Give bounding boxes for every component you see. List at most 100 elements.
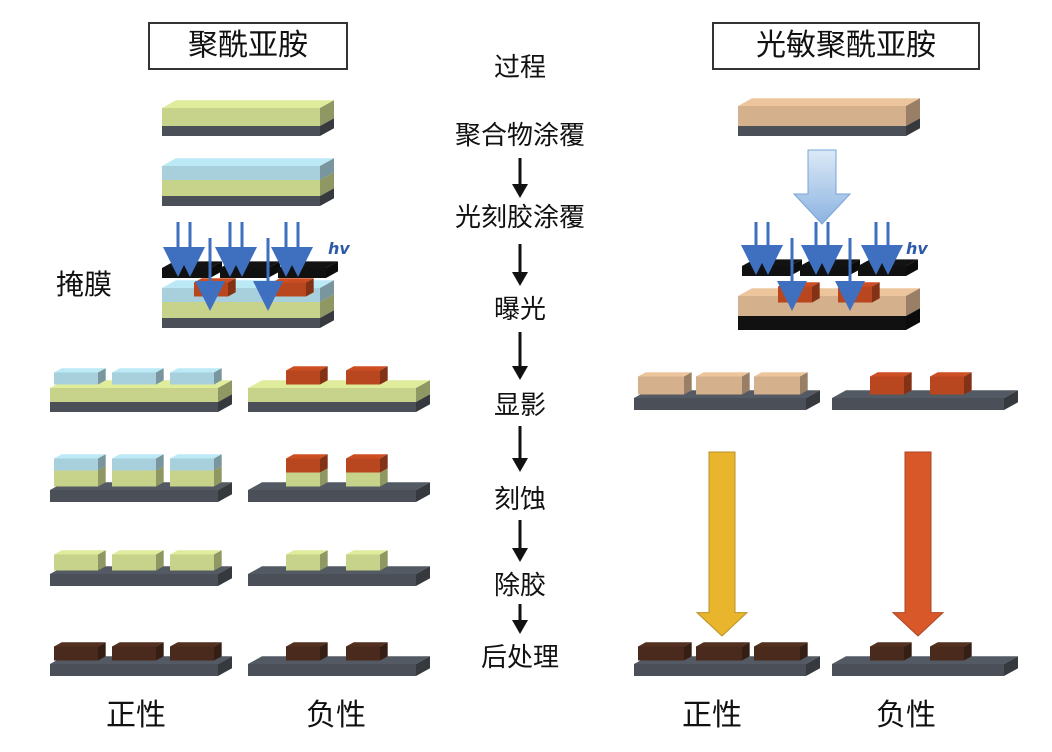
left-pos-stripped-pi-block0-side (98, 550, 106, 571)
right-neg-developed-block1-side (964, 372, 972, 395)
left-pos-resist-block1-front (112, 372, 156, 385)
left-pos-cured-base-layer0-side (218, 656, 232, 676)
left-neg-cured-block0-top (286, 642, 328, 647)
right-mask-1-front (800, 266, 848, 276)
left-pos-resist-block0-side (98, 368, 106, 385)
right-mask-0-front (742, 266, 790, 276)
left-mask-0-front (162, 268, 210, 278)
left-pos-cured-block1-front (112, 646, 156, 661)
left-neg-cured-block1-top (346, 642, 388, 647)
left-exposure-wafer-layer1-side (320, 294, 334, 318)
left-neg-etched-resist-block1-top (346, 454, 388, 459)
right-pos-cured-block1-front (696, 646, 742, 661)
left-neg-etched-layer0-top (248, 482, 430, 490)
left-pos-resist-block0-top (54, 368, 106, 373)
right-exposure-wafer-layer1-top (738, 288, 920, 296)
right-pos-developed-block2-side (800, 372, 808, 395)
right-positive-label: 正性 (682, 698, 742, 733)
left-photoresist-coated-layer0-side (320, 188, 334, 206)
left-exposure-wafer-layer1-front (162, 302, 320, 318)
right-exposed-region-block0-side (812, 282, 820, 303)
left-polymer-coated-layer0-front (162, 126, 320, 136)
left-positive-label: 正性 (106, 698, 166, 733)
right-neg-developed-base-layer0-top (832, 390, 1018, 398)
left-pos-stripped-pi-block1-front (112, 554, 156, 571)
left-neg-etched-pi-block1-side (380, 468, 388, 487)
right-neg-developed-block1-front (930, 376, 964, 395)
right-title-box: 光敏聚酰亚胺 (712, 22, 980, 70)
left-neg-resist-block1-top (346, 366, 388, 371)
left-photoresist-coated-layer2-side (320, 158, 334, 180)
right-pos-cured-block0-front (638, 646, 684, 661)
right-exposure-wafer-layer0-side (906, 308, 920, 330)
left-neg-resist-block1-front (346, 370, 380, 385)
left-neg-etched-resist-block0-side (320, 454, 328, 473)
right-exposed-region-block1-front (838, 286, 872, 303)
hv-label-left: hv (328, 239, 350, 258)
left-exposed-region-block0-side (228, 278, 236, 297)
left-pos-resist-block2-side (214, 368, 222, 385)
left-pos-cured-block0-top (54, 642, 106, 647)
left-neg-etched-pi-block0-side (320, 468, 328, 487)
left-neg-etched-resist-block0-top (286, 454, 328, 459)
left-neg-stripped-pi-block1-front (346, 554, 380, 571)
right-pos-cured-base-layer0-side (806, 656, 820, 676)
process-arrow-0-head (512, 184, 528, 198)
right-psi-coated-layer1-top (738, 98, 920, 106)
left-neg-stripped-layer0-front (248, 574, 416, 586)
right-neg-developed-base-layer0-side (1004, 390, 1018, 410)
step-photoresist-coating: 光刻胶涂覆 (454, 203, 586, 233)
left-neg-resist-block0-top (286, 366, 328, 371)
left-polymer-coated-layer1-front (162, 108, 320, 126)
left-polymer-coated-layer1-top (162, 100, 334, 108)
right-exposure-wafer-layer1-front (738, 296, 906, 316)
left-neg-etched-resist-block0-front (286, 458, 320, 473)
left-neg-developed-layer0-front (248, 402, 416, 412)
right-pos-developed-block0-top (638, 372, 692, 377)
left-pos-etched-resist-block2-side (214, 454, 222, 471)
process-arrow-2-head (512, 366, 528, 380)
left-neg-cured-block1-side (380, 642, 388, 661)
step-polymer-coating: 聚合物涂覆 (454, 121, 586, 151)
left-pos-cured-block2-side (214, 642, 222, 661)
left-photoresist-coated-layer2-front (162, 166, 320, 180)
left-neg-developed-layer1-side (416, 380, 430, 402)
right-pos-developed-block2-front (754, 376, 800, 395)
right-exposed-region-block0-front (778, 286, 812, 303)
left-pos-developed-layer1-front (50, 388, 218, 402)
step-development: 显影 (493, 391, 547, 421)
right-exposure-wafer-layer1-side (906, 288, 920, 316)
left-neg-cured-base-layer0-side (416, 656, 430, 676)
left-pos-etched-resist-block1-front (112, 458, 156, 471)
right-pos-cured-block1-side (742, 642, 750, 661)
right-neg-developed-block0-top (870, 372, 912, 377)
left-polymer-coated-layer0-side (320, 118, 334, 136)
right-pos-developed-block0-side (684, 372, 692, 395)
right-pos-developed-block1-side (742, 372, 750, 395)
left-neg-developed-layer1-top (248, 380, 430, 388)
left-neg-etched-layer0-front (248, 490, 416, 502)
left-pos-stripped-pi-block1-top (112, 550, 164, 555)
right-negative-arrow (891, 451, 945, 637)
left-negative-label: 负性 (306, 698, 366, 733)
left-pos-etched-resist-block2-front (170, 458, 214, 471)
right-pos-developed-base-layer0-front (634, 398, 806, 410)
right-pos-cured-block2-front (754, 646, 800, 661)
left-neg-cured-base-layer0-front (248, 664, 416, 676)
left-neg-developed-layer0-side (416, 394, 430, 412)
right-pos-cured-block0-top (638, 642, 692, 647)
left-neg-stripped-layer0-side (416, 566, 430, 586)
left-pos-etched-pi-block0-front (54, 470, 98, 487)
right-neg-cured-block1-side (964, 642, 972, 661)
process-arrow-3-head (512, 458, 528, 472)
right-psi-coated-layer1-front (738, 106, 906, 126)
right-neg-developed-block0-side (904, 372, 912, 395)
step-post-process: 后处理 (480, 643, 560, 673)
left-neg-stripped-pi-block1-top (346, 550, 388, 555)
step-etching: 刻蚀 (493, 485, 547, 515)
left-pos-stripped-pi-block2-top (170, 550, 222, 555)
step-exposure: 曝光 (493, 295, 547, 325)
right-mask-2-front (858, 266, 906, 276)
left-pos-stripped-pi-block0-top (54, 550, 106, 555)
